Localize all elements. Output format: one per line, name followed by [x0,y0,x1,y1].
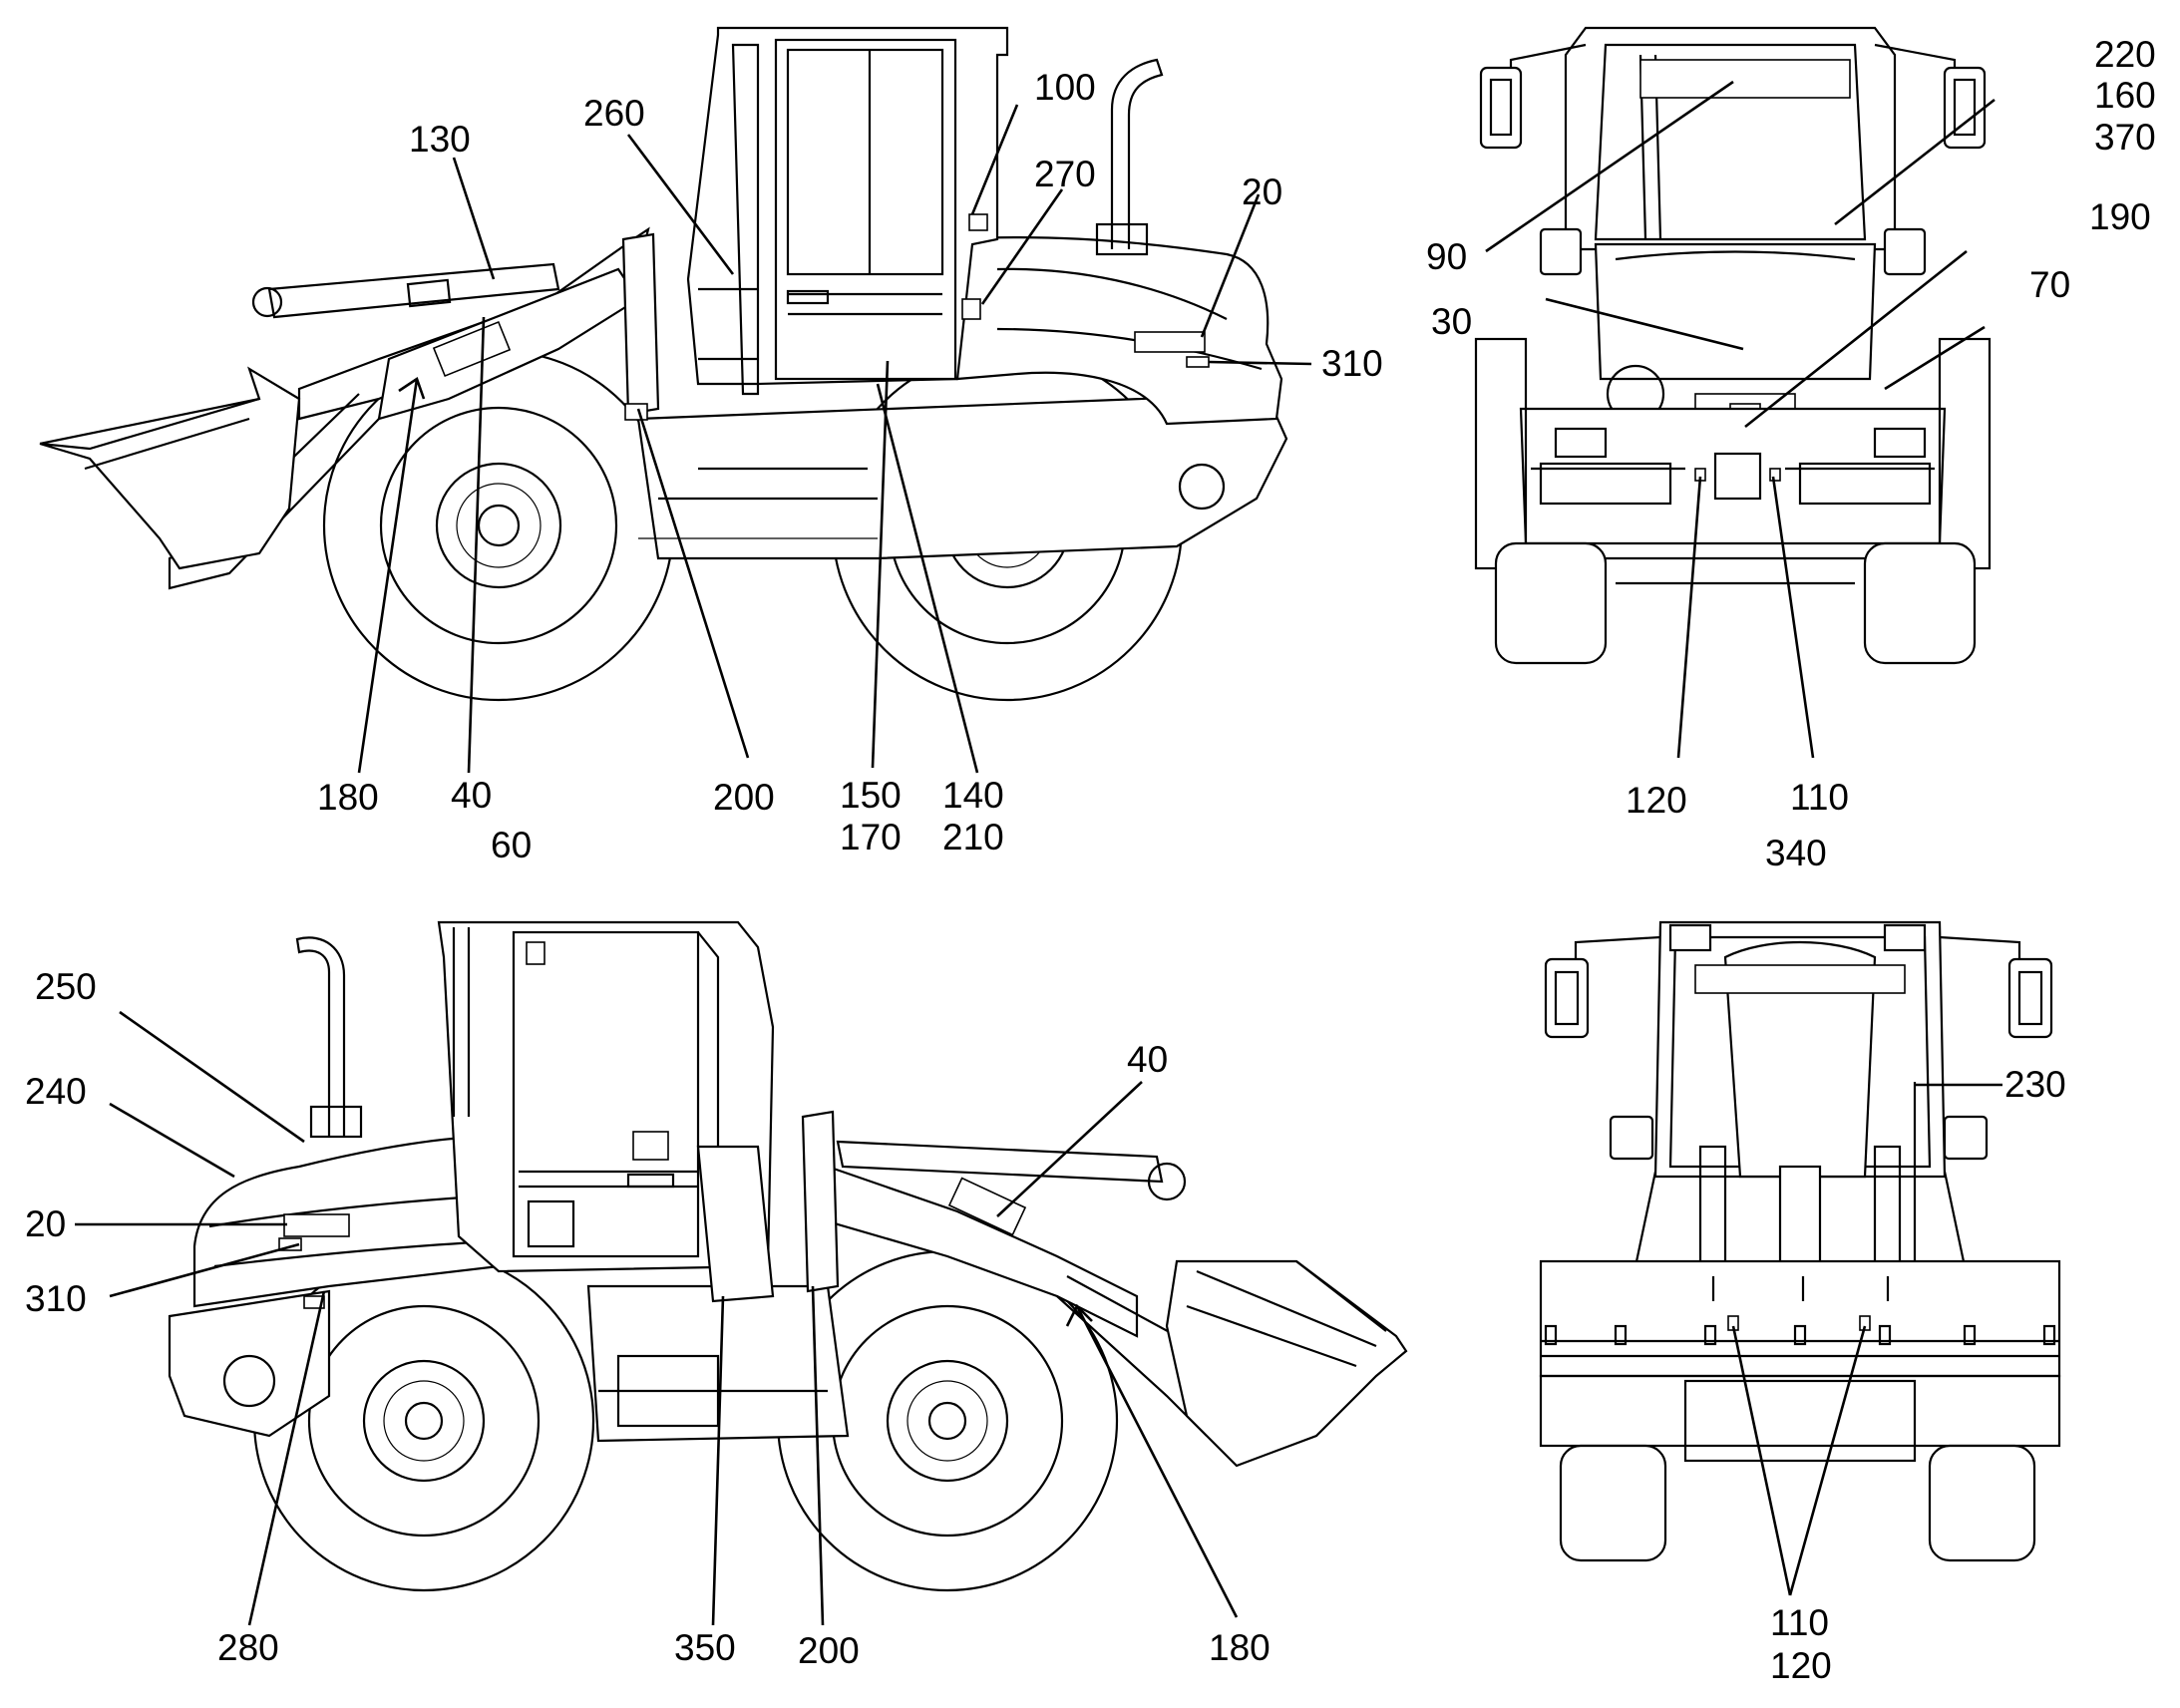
loader-left-side-view [39,26,1312,774]
cab [686,26,1009,396]
callout-70: 70 [2029,264,2070,305]
rear-view-mirrors [1479,43,1987,150]
callout-90: 90 [1426,236,1467,277]
callout-20: 20 [25,1203,66,1244]
lift-arm-right [801,1110,1218,1437]
callout-120: 120 [1626,780,1687,821]
callout-100: 100 [1034,67,1096,108]
callout-250: 250 [35,966,97,1007]
callout-170: 170 [840,817,902,857]
callout-150: 150 [840,775,902,816]
callout-190: 190 [2089,196,2151,237]
callout-140: 140 [942,775,1004,816]
callout-200: 200 [798,1630,860,1671]
callout-180: 180 [317,777,379,818]
callout-370: 370 [2094,117,2156,158]
rear-view-callouts: 220 160 370 190 90 30 70 120 110 [1426,34,2156,821]
engine-hood [955,236,1283,511]
callout-110: 110 [1790,777,1849,818]
callout-310: 310 [1321,343,1383,384]
callout-40: 40 [451,775,492,816]
left-side-callouts: 100 130 260 270 20 310 180 40 200 150 17… [317,67,1383,857]
callout-160: 160 [2094,75,2156,116]
callout-230: 230 [2004,1064,2066,1105]
bucket [39,366,301,570]
cab-right [437,920,775,1273]
front-wheel [322,349,675,702]
callout-260: 260 [583,93,645,134]
loader-front-view [1539,920,2061,1596]
callout-40: 40 [1127,1039,1168,1080]
loader-right-side-view [75,920,1408,1626]
loader-rear-view [1474,26,1996,759]
bucket-teeth [1544,1324,2056,1346]
callout-180: 180 [1209,1627,1271,1668]
callout-210: 210 [942,817,1004,857]
callout-110: 110 [1770,1602,1829,1643]
front-view-mirrors [1544,935,2053,1039]
callout-30: 30 [1431,301,1472,342]
bucket-right [1165,1259,1408,1468]
callout-240: 240 [25,1071,87,1112]
callout-350: 350 [674,1627,736,1668]
callout-340: 340 [1765,833,1827,873]
callout-130: 130 [409,119,471,160]
engine-hood-right [168,1135,501,1438]
callout-20: 20 [1242,171,1282,212]
callout-220: 220 [2094,34,2156,75]
callout-280: 280 [217,1627,279,1668]
right-side-callouts: 60 250 240 20 310 40 280 350 200 180 [25,825,1271,1671]
callout-200: 200 [713,777,775,818]
callout-270: 270 [1034,154,1096,194]
lift-arm [168,226,650,590]
front-view-callouts: 340 230 110 120 [1765,833,2066,1686]
callout-120: 120 [1770,1645,1832,1686]
callout-60: 60 [491,825,532,865]
callout-310: 310 [25,1278,87,1319]
